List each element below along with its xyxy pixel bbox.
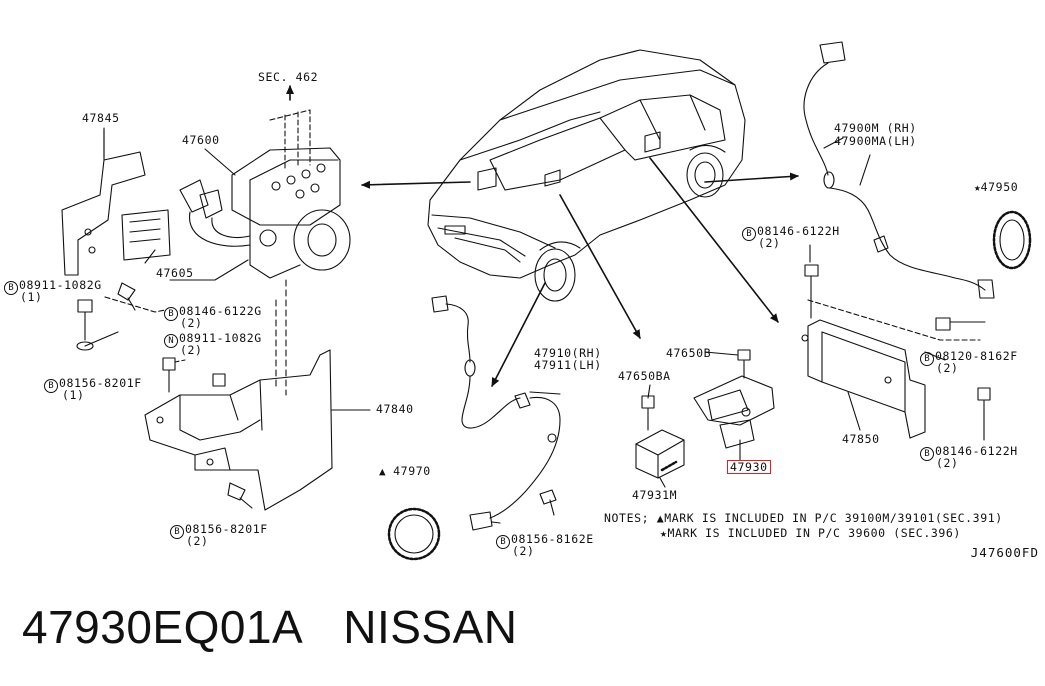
circle-b-icon: B (920, 352, 934, 366)
bolt-08156-a-qty: (1) (62, 388, 85, 402)
triangle-mark-icon: ▲ (379, 465, 386, 478)
circle-b-icon: B (44, 379, 58, 393)
abs-actuator-drawing (121, 109, 351, 281)
circle-b-icon: B (170, 525, 184, 539)
control-unit-47850-drawing (801, 264, 991, 441)
part-47840-label: 47840 (376, 402, 414, 416)
bolt-08156-b-qty: (2) (186, 534, 209, 548)
part-47931m-label: 47931M (632, 488, 678, 502)
notes-block: NOTES; ▲MARK IS INCLUDED IN P/C 39100M/3… (604, 511, 1003, 541)
sec-462-label: SEC. 462 (258, 70, 319, 84)
part-47650b-label: 47650B (666, 346, 712, 360)
brand-name: NISSAN (343, 601, 518, 653)
part-47900m-label: 47900M (RH) (834, 121, 917, 135)
circle-b-icon: B (496, 535, 510, 549)
notes-line-2: ★MARK IS INCLUDED IN P/C 39600 (SEC.396) (660, 526, 961, 540)
leader-lines (103, 127, 871, 488)
part-number: 47930EQ01A (22, 601, 304, 653)
part-47910-label: 47910(RH) (534, 346, 602, 360)
part-47911-label: 47911(LH) (534, 358, 602, 372)
part-47650ba-label: 47650BA (618, 369, 671, 383)
star-mark-icon: ★ (974, 181, 981, 194)
vehicle-drawing (427, 49, 746, 302)
sensor-ring-47970-drawing (387, 507, 441, 561)
circle-n-icon: N (164, 334, 178, 348)
rear-sensor-harness-drawing (803, 41, 995, 299)
part-47970-label: ▲ 47970 (379, 464, 431, 479)
callout-arrows (286, 85, 799, 387)
part-47950-label: ★47950 (974, 180, 1019, 195)
diagram-reference: J47600FD (970, 545, 1039, 560)
circle-b-icon: B (920, 447, 934, 461)
bracket-47840-drawing (144, 279, 371, 511)
bolts-left-drawing (76, 282, 253, 509)
front-sensor-harness-drawing (431, 295, 561, 531)
part-caption: 47930EQ01A NISSAN (22, 600, 518, 654)
bolt-08146-left-qty: (2) (180, 316, 203, 330)
bolt-08146-right-bot-qty: (2) (936, 456, 959, 470)
part-47845-label: 47845 (82, 111, 120, 125)
bolt-08120-qty: (2) (936, 361, 959, 375)
part-47605-label: 47605 (156, 266, 194, 280)
bolt-08146-right-top-qty: (2) (758, 236, 781, 250)
bolt-08156-c-qty: (2) (512, 544, 535, 558)
nut-08911-qty: (2) (180, 343, 203, 357)
circle-b-icon: B (164, 307, 178, 321)
part-47900ma-label: 47900MA(LH) (834, 134, 917, 148)
yaw-sensor-drawing (635, 349, 775, 479)
circle-b-icon: B (742, 227, 756, 241)
bolt-08911-top-qty: (1) (20, 290, 43, 304)
notes-line-1: ▲MARK IS INCLUDED IN P/C 39100M/39101(SE… (656, 511, 1003, 525)
sensor-ring-47950-drawing (992, 210, 1032, 270)
part-47850-label: 47850 (842, 432, 880, 446)
part-47600-label: 47600 (182, 133, 220, 147)
circle-b-icon: B (4, 281, 18, 295)
part-47930-highlight: 47930 (727, 460, 771, 474)
notes-title: NOTES; (604, 511, 650, 525)
